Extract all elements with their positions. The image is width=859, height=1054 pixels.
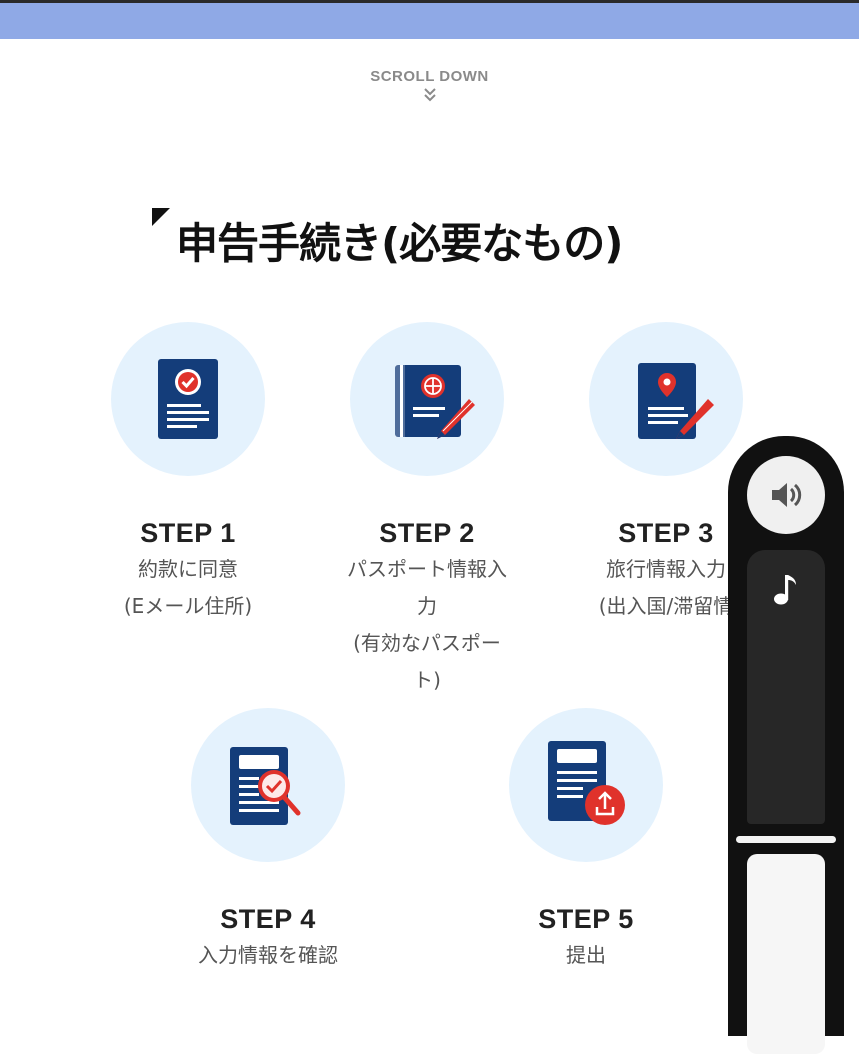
step-1-label: STEP 1 (140, 518, 236, 548)
step-2: STEP 2 パスポート情報入 力 (有効なパスポー ト) (312, 322, 542, 699)
step-5-label: STEP 5 (538, 904, 634, 934)
slider-divider[interactable] (736, 836, 836, 843)
step-1-description: 約款に同意 (Eメール住所) (123, 557, 253, 618)
step-1-icon-circle (111, 322, 265, 476)
section-title: 申告手続き(必要なもの) (176, 219, 623, 268)
document-magnifier-icon (230, 747, 301, 825)
music-note-icon (774, 575, 796, 605)
step-3-label: STEP 3 (618, 518, 714, 548)
step-2-icon-circle (350, 322, 504, 476)
step-2-label: STEP 2 (379, 518, 475, 548)
step-5: STEP 5 提出 (471, 708, 701, 974)
top-edge (0, 0, 859, 3)
audio-control-panel (728, 436, 844, 1054)
scroll-down-hint[interactable]: SCROLL DOWN (0, 66, 859, 103)
step-4-description: 入力情報を確認 (198, 943, 338, 967)
title-corner-mark (152, 208, 170, 226)
step-3-icon-circle (589, 322, 743, 476)
document-upload-icon (548, 741, 625, 825)
step-3-description: 旅行情報入力 (出入国/滞留情 (598, 557, 734, 618)
passport-pen-icon (395, 365, 475, 439)
speaker-icon (772, 483, 802, 507)
step-5-description: 提出 (566, 943, 606, 967)
step-3: STEP 3 旅行情報入力 (出入国/滞留情 (551, 322, 781, 625)
step-4: STEP 4 入力情報を確認 (153, 708, 383, 974)
step-5-icon-circle (509, 708, 663, 862)
step-4-icon-circle (191, 708, 345, 862)
checklist-document-icon (158, 359, 218, 439)
step-4-label: STEP 4 (220, 904, 316, 934)
step-2-description: パスポート情報入 力 (有効なパスポー ト) (347, 557, 507, 692)
travel-document-pen-icon (638, 363, 714, 439)
top-banner (0, 3, 859, 39)
step-1: STEP 1 約款に同意 (Eメール住所) (73, 322, 303, 625)
double-chevron-down-icon (423, 88, 436, 102)
scroll-down-label: SCROLL DOWN (370, 68, 489, 85)
sound-toggle-button[interactable] (747, 456, 825, 534)
music-volume-track[interactable] (747, 550, 825, 824)
volume-slider-handle[interactable] (747, 854, 825, 1054)
